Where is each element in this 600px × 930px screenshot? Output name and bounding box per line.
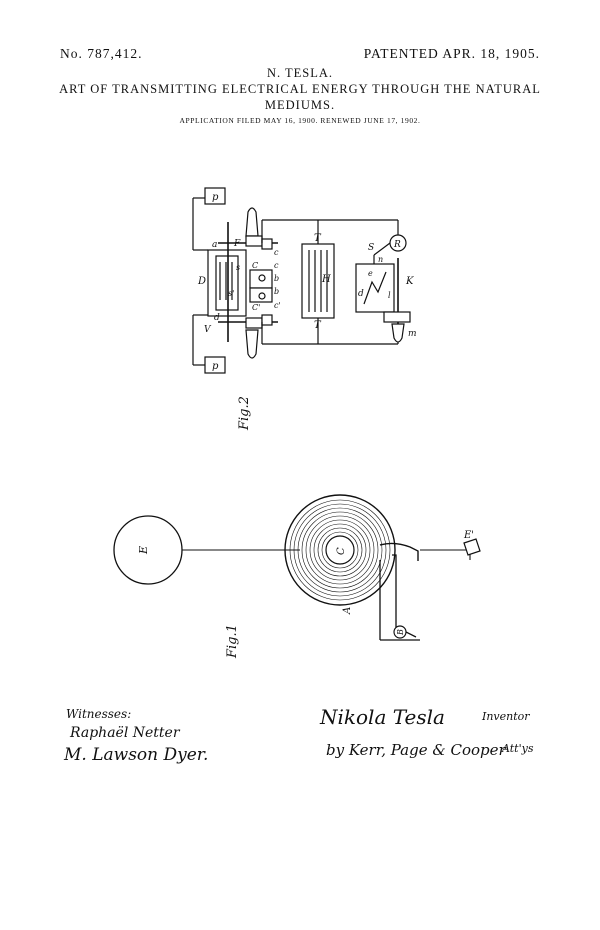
coil-h [301,243,335,319]
handle-right [391,323,405,343]
figure-2 [192,187,411,374]
inventor-signature: Nikola Tesla [319,705,445,729]
label-t-bottom: T [314,320,322,331]
terminal-p-top [204,187,226,205]
label-c-cap-prime: C' [252,303,260,312]
center-c [325,535,355,565]
label-v: V [204,325,212,335]
witness-1-signature: Raphaël Netter [69,725,181,741]
label-p-bottom: p [212,361,219,372]
witness-2-signature: M. Lawson Dyer. [63,745,208,765]
plate-e-prime [463,538,481,556]
patent-number: No. 787,412. [60,46,143,61]
handle-bottom [245,329,259,359]
witnesses-label: Witnesses: [66,707,131,721]
label-d: D [197,276,206,287]
label-center-c: C [336,547,347,555]
attorneys-role: Att'ys [501,742,534,755]
title-line-1: ART OF TRANSMITTING ELECTRICAL ENERGY TH… [59,82,541,96]
label-c-top: c [274,248,279,257]
secondary-box [207,249,247,317]
label-e: e [368,269,373,278]
title-line-2: MEDIUMS. [264,98,336,112]
label-m: m [408,329,417,339]
spiral-coil-a [284,494,396,606]
label-l: l [388,291,391,300]
label-c-second: c [274,261,279,270]
fig-1-caption: Fig.1 [225,624,240,659]
label-p-top: p [212,192,219,203]
label-s: s [236,263,240,272]
label-c-prime: c' [274,301,281,310]
label-c-cap: C [252,261,258,270]
label-coil-a: A [342,607,353,615]
patent-date: PATENTED APR. 18, 1905. [363,46,540,61]
label-f: F [233,239,241,249]
inventor-role: Inventor [481,710,530,723]
label-b1: b [274,274,279,283]
figure-1 [113,494,481,641]
figure-2-labels: p p a F D s s' c c b b C C' c' d V T H T… [197,192,417,431]
label-h: H [321,274,331,285]
label-ground-b: B [396,629,405,636]
label-a: a [212,240,217,250]
ground-b [393,625,407,639]
label-r: R [393,240,401,250]
signature-block: Witnesses: Raphaël Netter M. Lawson Dyer… [63,705,534,765]
figure-1-labels: E C A B E' Fig.1 [137,530,474,659]
label-b2: b [274,287,279,296]
label-d-small: d [214,313,220,323]
handle-top [245,207,259,237]
label-n: n [378,255,383,264]
label-k: K [405,276,414,287]
label-plate-e-prime: E' [463,530,474,541]
fig-2-caption: Fig.2 [237,396,252,431]
label-s-prime: s' [228,289,234,298]
attorneys-signature: by Kerr, Page & Cooper [326,741,507,759]
label-s-right: S [368,243,374,253]
application-line: APPLICATION FILED MAY 16, 1900. RENEWED … [179,116,421,125]
label-d-right: d [358,289,364,299]
inventor-name: N. TESLA. [266,66,334,80]
label-t-top: T [314,233,322,244]
label-sphere-e: E [137,546,150,555]
